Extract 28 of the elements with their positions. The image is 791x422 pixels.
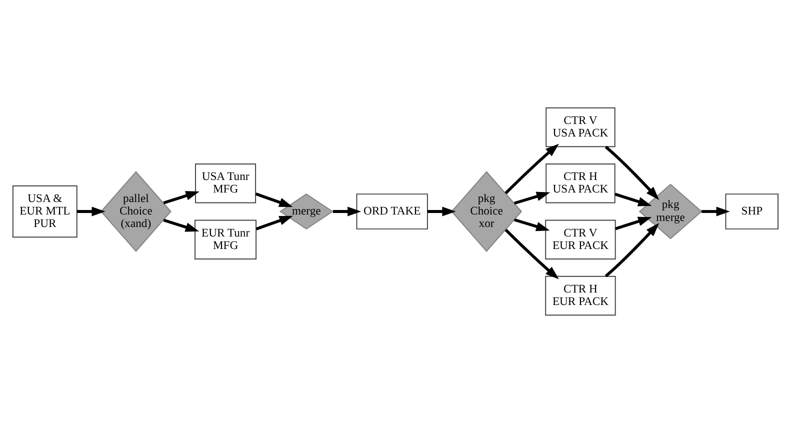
arrow [514, 191, 550, 204]
arrow [504, 143, 559, 194]
node-box: USA Tunr MFG [195, 163, 256, 203]
node-box: CTR H USA PACK [546, 163, 616, 203]
arrow [332, 206, 362, 216]
node-diamond: pkg merge [638, 183, 702, 239]
arrow [614, 192, 652, 206]
arrow [255, 192, 293, 206]
arrow [256, 215, 293, 230]
arrow [163, 218, 200, 232]
arrow [514, 218, 550, 231]
arrow [504, 228, 559, 279]
node-box: CTR H EUR PACK [545, 275, 616, 316]
node-diamond: pkg Choice xor [451, 170, 522, 252]
arrow [604, 222, 660, 277]
node-diamond: pallel Choice (xand) [100, 170, 172, 252]
arrow [428, 206, 456, 216]
node-box: USA & EUR MTL PUR [12, 184, 78, 238]
node-box: CTR V EUR PACK [545, 219, 616, 259]
arrow [702, 206, 730, 216]
arrow [615, 216, 652, 230]
arrow [604, 145, 660, 200]
arrow [163, 190, 200, 204]
arrow [77, 206, 106, 216]
node-box: ORD TAKE [356, 193, 428, 229]
node-box: SHP [725, 193, 779, 229]
node-box: CTR V USA PACK [546, 106, 616, 147]
node-box: EUR Tunr MFG [194, 219, 257, 259]
